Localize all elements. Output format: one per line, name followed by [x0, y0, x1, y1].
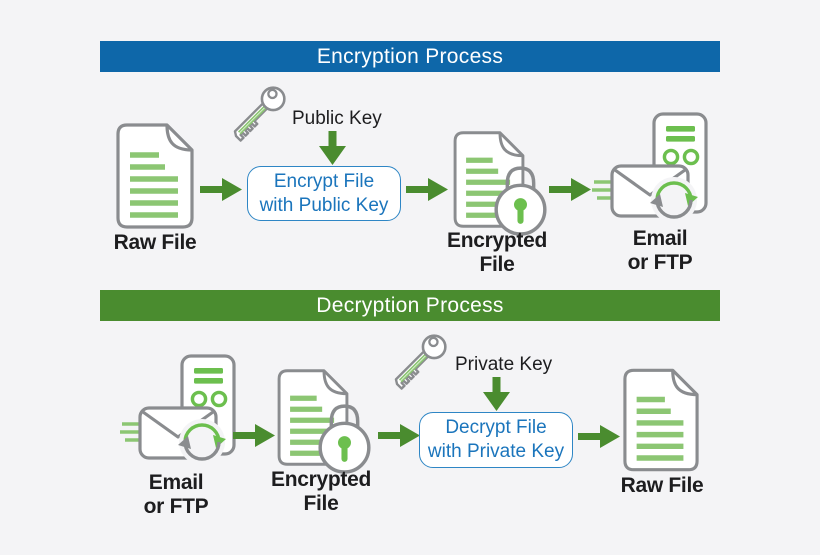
arrow-right-icon [406, 178, 448, 201]
decrypt-action-box: Decrypt File with Private Key [419, 412, 573, 468]
encrypted-file-label-line1: Encrypted [447, 229, 547, 252]
encrypted-file-label-line2: File [479, 253, 515, 276]
private-key-label: Private Key [455, 354, 553, 375]
public-key-label: Public Key [292, 108, 382, 129]
document-icon [622, 367, 700, 473]
encrypted-file-label-line2: File [303, 492, 339, 515]
key-icon [394, 333, 454, 391]
decrypt-box-line1: Decrypt File [445, 417, 547, 438]
arrow-right-icon [233, 424, 275, 447]
encrypt-action-box: Encrypt File with Public Key [247, 166, 401, 221]
padlock-icon [492, 161, 549, 236]
encryption-banner-label: Encryption Process [316, 44, 504, 68]
encrypt-box-line1: Encrypt File [273, 170, 375, 192]
transfer-label-line2: or FTP [143, 495, 209, 518]
arrow-right-icon [578, 425, 620, 448]
arrow-right-icon [378, 424, 420, 447]
transfer-label-line1: Email [148, 471, 204, 494]
arrow-right-icon [200, 178, 242, 201]
email-sync-icon [120, 354, 238, 472]
padlock-icon [316, 399, 373, 474]
arrow-down-icon [319, 131, 346, 165]
raw-file-label: Raw File [620, 474, 704, 497]
key-icon [233, 85, 293, 143]
transfer-label: Email or FTP [120, 471, 232, 519]
transfer-label-line1: Email [632, 227, 688, 250]
transfer-label: Email or FTP [605, 227, 715, 275]
encrypted-file-label-line1: Encrypted [271, 468, 371, 491]
transfer-label-line2: or FTP [627, 251, 693, 274]
encrypted-file-label: Encrypted File [262, 468, 380, 516]
decrypt-box-line2: with Private Key [427, 441, 565, 462]
encrypt-box-line2: with Public Key [259, 194, 389, 216]
raw-file-label: Raw File [113, 231, 197, 254]
arrow-right-icon [549, 178, 591, 201]
decryption-banner-label: Decryption Process [316, 293, 504, 317]
encrypted-file-label: Encrypted File [438, 229, 556, 277]
arrow-down-icon [483, 377, 510, 411]
document-icon [115, 122, 195, 230]
email-sync-icon [592, 112, 710, 230]
encryption-banner: Encryption Process [100, 41, 720, 72]
decryption-banner: Decryption Process [100, 290, 720, 321]
